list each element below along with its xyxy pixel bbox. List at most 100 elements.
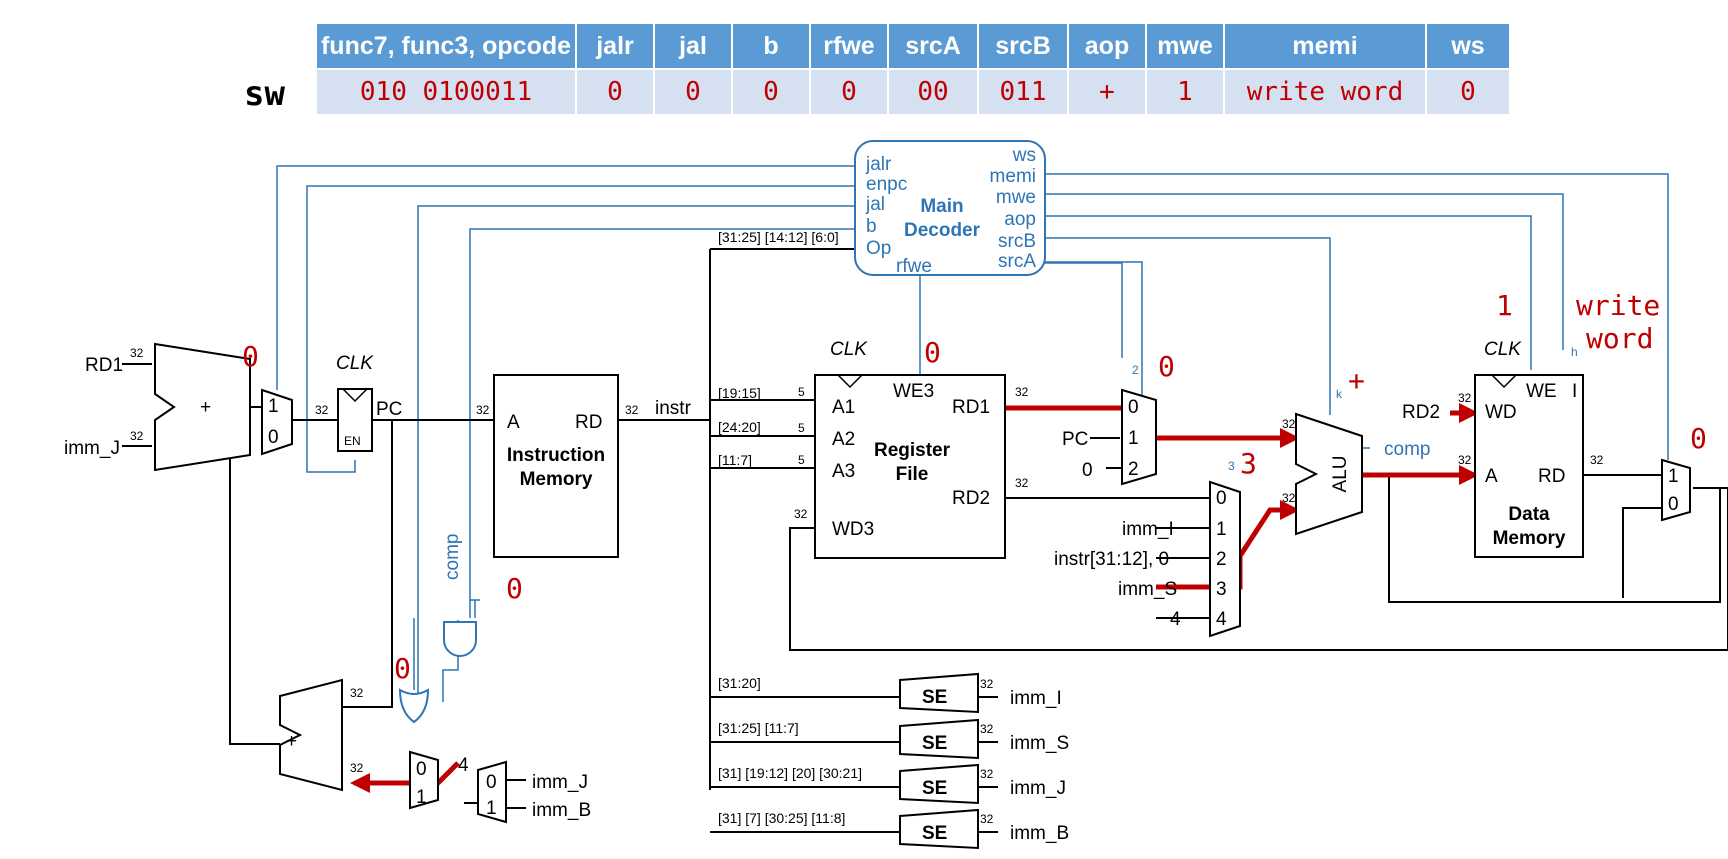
bus-width: 32 (1590, 453, 1604, 467)
sign-extend-s: SE (899, 718, 979, 760)
field-imm-j: [31] [19:12] [20] [30:21] (718, 765, 862, 781)
bus-width: 5 (798, 385, 805, 399)
imem-label-line1: Instruction (507, 445, 605, 466)
bus-width: 32 (794, 507, 808, 521)
table-cell: 011 (979, 68, 1067, 114)
field-rs2: [24:20] (718, 419, 761, 435)
field-rd: [11:7] (718, 452, 752, 468)
decoder-output-aop: aop (1004, 209, 1036, 230)
we3-value: 0 (924, 336, 941, 369)
mux-input-0: 0 (1128, 397, 1139, 418)
rd1-input-label: RD1 (85, 355, 123, 376)
imem-label-line2: Memory (520, 469, 593, 490)
decoder-title-1: Main (920, 196, 963, 217)
pc-input-label: PC (1062, 429, 1088, 450)
table-row: 010 0100011 0 0 0 0 00 011 + 1 write wor… (317, 68, 1509, 114)
mux-input-2: 2 (1216, 549, 1227, 570)
srca-mux: 0 1 2 (1121, 388, 1157, 486)
decoder-input-jal: jal (865, 194, 885, 215)
increment-mux: 0 1 (409, 750, 439, 810)
mux-input-1: 1 (1128, 428, 1139, 449)
imm-i-output: imm_I (1010, 688, 1062, 709)
decoder-title-2: Decoder (904, 220, 981, 241)
srca-select-width: 2 (1132, 363, 1139, 377)
bus-width: 32 (350, 686, 364, 700)
mux-input-1: 1 (268, 396, 279, 417)
imm-select-mux: 0 1 (477, 760, 507, 824)
sign-extend-i: SE (899, 672, 979, 714)
column-header: jalr (577, 24, 653, 68)
column-header: srcB (979, 24, 1067, 68)
bus-width: 32 (476, 403, 490, 417)
column-header: memi (1225, 24, 1425, 68)
mux-input-0: 0 (268, 427, 279, 448)
bus-width: 32 (350, 761, 364, 775)
column-header: rfwe (811, 24, 887, 68)
bus-width: 32 (980, 722, 994, 736)
dm-a-port: A (1485, 466, 1498, 487)
table-cell: + (1069, 68, 1145, 114)
dm-we-port: WE (1526, 381, 1557, 402)
se-label: SE (922, 687, 947, 708)
four-input: 4 (1170, 609, 1181, 630)
pc-next-adder: + (279, 678, 343, 792)
or-gate (398, 688, 430, 724)
imm-j-output: imm_J (1010, 778, 1066, 799)
memi-value-line2: word (1586, 322, 1653, 355)
imm-inputs (506, 779, 526, 809)
decoder-output-memi: memi (990, 166, 1036, 187)
data-memory: WD A RD WE I Data Memory (1474, 374, 1584, 558)
bus-width: 32 (980, 767, 994, 781)
srcb-select-width: 3 (1228, 459, 1235, 473)
dm-memi-port: I (1572, 381, 1577, 402)
ws-value: 0 (1690, 422, 1707, 455)
aop-value: + (1348, 364, 1365, 397)
bus-width: 32 (130, 429, 144, 443)
table-cell: 1 (1147, 68, 1223, 114)
dm-rd-port: RD (1538, 466, 1565, 487)
bus-width: 32 (1282, 491, 1296, 505)
decoder-input-b: b (866, 216, 877, 237)
control-wires (276, 165, 1669, 702)
pc-target-adder: + (154, 342, 251, 472)
decoder-input-enpc: enpc (866, 174, 907, 195)
column-header: func7, func3, opcode (317, 24, 575, 68)
bus-width: 32 (625, 403, 639, 417)
bus-width: 32 (1458, 391, 1472, 405)
imem-rd-port: RD (575, 412, 602, 433)
mux-input-2: 2 (1128, 459, 1139, 480)
en-label: EN (344, 434, 361, 448)
mux-input-1: 1 (486, 798, 497, 819)
column-header: jal (655, 24, 731, 68)
pc-label: PC (376, 399, 402, 420)
comp-label: comp (1384, 439, 1430, 460)
dm-wd-port: WD (1485, 402, 1517, 423)
rd2-input-label: RD2 (1402, 402, 1440, 423)
pc-mux-select-value: 0 (242, 340, 259, 373)
sign-extend-j: SE (899, 763, 979, 805)
dm-label-line2: Memory (1493, 528, 1566, 549)
main-decoder: jalr enpc jal b Op Main Decoder ws memi … (854, 140, 1046, 277)
mux-input-1: 1 (416, 787, 427, 808)
alu-label: ALU (1330, 456, 1351, 493)
sign-extend-b: SE (899, 808, 979, 850)
srcb-mux: 0 1 2 3 4 (1209, 480, 1241, 638)
decoder-output-ws: ws (1012, 145, 1036, 166)
bus-width: 32 (980, 812, 994, 826)
bus-width: 32 (1015, 476, 1029, 490)
imm-b-branch-input: imm_B (532, 800, 591, 821)
imm-i-input: imm_I (1122, 519, 1174, 540)
and-output-value: 0 (506, 572, 523, 605)
se-label: SE (922, 823, 947, 844)
decoder-output-srca: srcA (998, 251, 1036, 272)
se-label: SE (922, 733, 947, 754)
zero-input-label: 0 (1082, 460, 1093, 481)
bus-width: 5 (798, 421, 805, 435)
rf-wd3-port: WD3 (832, 519, 874, 540)
imm-j-input-label: imm_J (64, 438, 120, 459)
instr-upper-input: instr[31:12], 0 (1054, 549, 1169, 570)
memi-width: h (1571, 345, 1578, 359)
instruction-name: sw (244, 74, 285, 114)
field-imm-b: [31] [7] [30:25] [11:8] (718, 810, 845, 826)
field-imm-s: [31:25] [11:7] (718, 720, 799, 736)
